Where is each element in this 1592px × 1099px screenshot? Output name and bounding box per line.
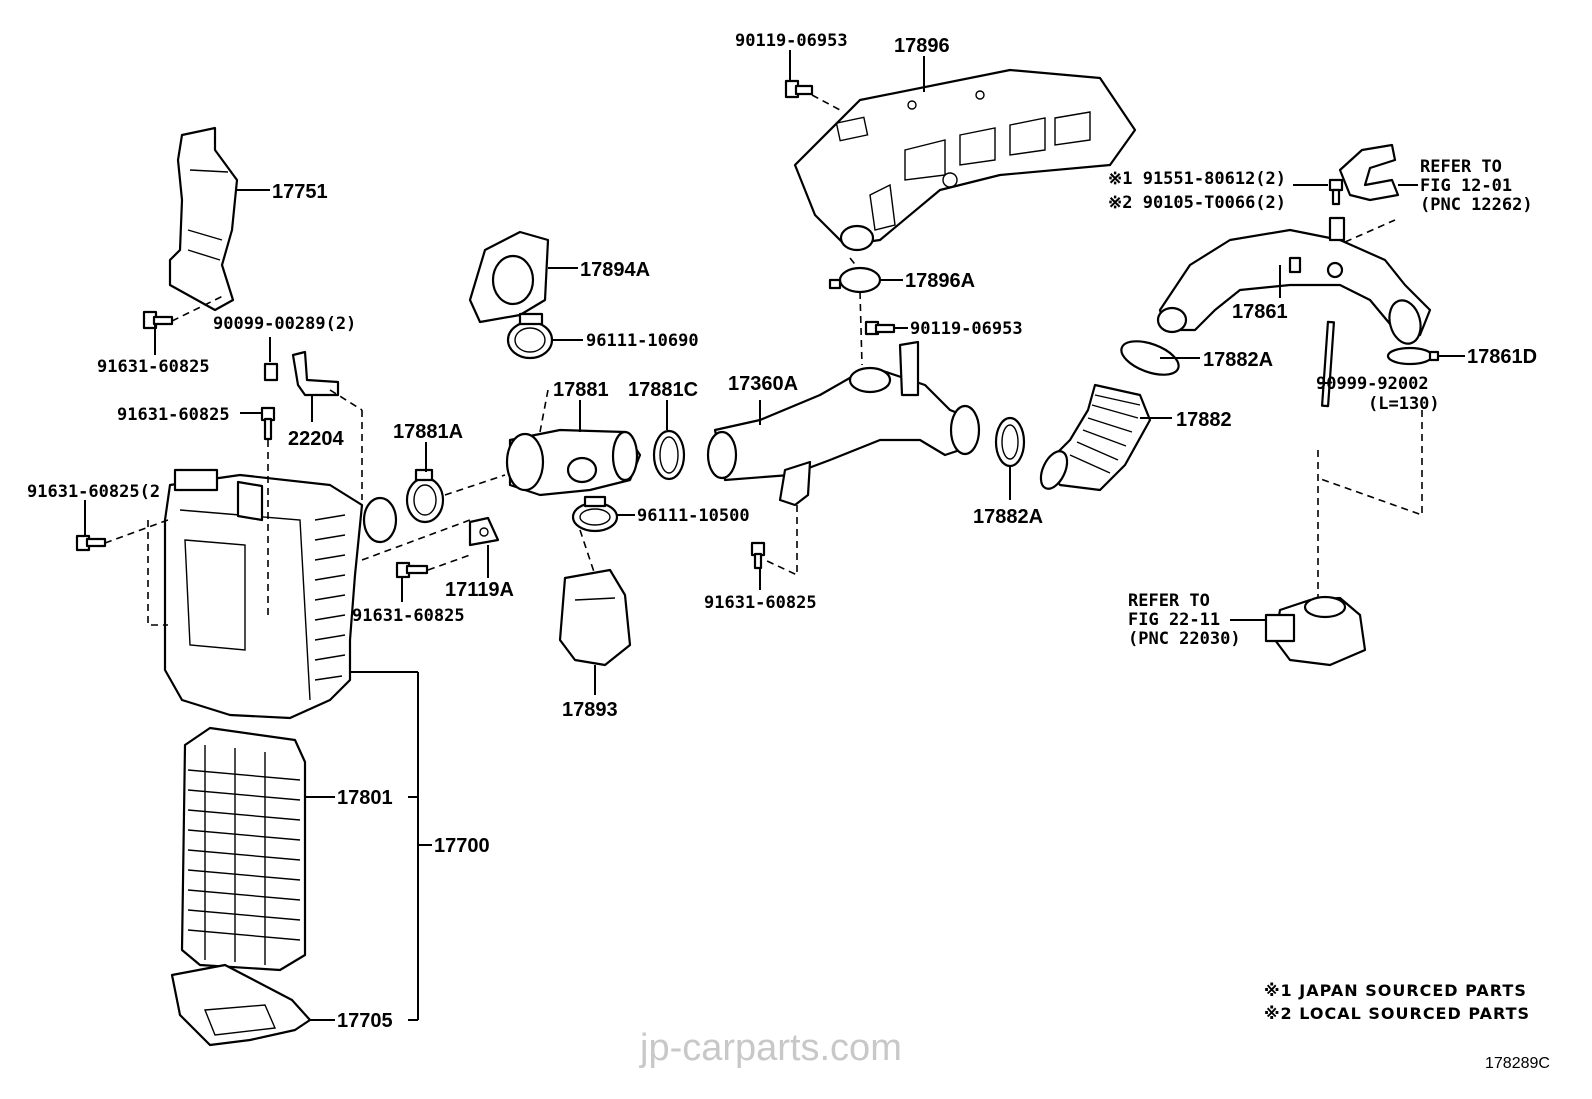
label-17881C: 17881C [628,379,698,401]
label-91631-60825-d: 91631-60825 [352,606,465,626]
label-17896: 17896 [894,35,950,57]
ref2-line1: REFER TO [1128,591,1210,611]
part-17882-bellows-drawing [1039,383,1152,492]
ref1-line1: REFER TO [1420,157,1502,177]
part-17705-tray-drawing [170,963,312,1047]
part-22204-sensor-drawing [263,350,340,397]
part-17881A-clamp-drawing [405,468,445,524]
label-bolt-note-1: ※1 91551-80612(2) [1108,169,1286,189]
refer-hose-fig12-drawing [1338,143,1400,202]
part-17893-drawing [558,568,632,667]
bolt-91551-drawing [1328,178,1344,206]
label-17861: 17861 [1232,301,1288,323]
watermark-text: jp-carparts.com [639,1027,902,1069]
label-bolt-note-2: ※2 90105-T0066(2) [1108,193,1286,213]
part-17881C-ring-drawing [652,429,686,481]
part-17896-cover-drawing [793,68,1137,252]
part-17882A-bottom-ring-drawing [994,416,1026,468]
bolt-90119-top-drawing [784,79,814,99]
throttle-body-fig22-drawing [1264,595,1367,667]
label-90119-06953-top: 90119-06953 [735,31,848,51]
label-96111-10690: 96111-10690 [586,331,699,351]
part-17881-intake-drawing [505,428,642,497]
label-91631-60825-c: 91631-60825(2 [27,482,160,502]
ref2-line3: (PNC 22030) [1128,629,1241,649]
ref2-line2: FIG 22-11 [1128,610,1220,630]
legend-note-japan: ※1 JAPAN SOURCED PARTS [1264,981,1527,1000]
part-17896A-clamp-drawing [828,266,882,294]
label-17700: 17700 [434,835,490,857]
part-90999-pin-drawing [1320,320,1336,408]
reference-note-fig-22-11: REFER TO FIG 22-11 (PNC 22030) [1128,591,1241,649]
label-17360A: 17360A [728,373,798,395]
part-17861D-clamp-drawing [1386,346,1440,366]
label-17751: 17751 [272,181,328,203]
label-17119A: 17119A [445,579,514,601]
label-17882A-bottom: 17882A [973,506,1043,528]
part-17119A-bracket-drawing [468,516,500,547]
figure-code: 178289C [1485,1055,1550,1072]
part-17801-filter-drawing [180,726,307,972]
label-17896A: 17896A [905,270,975,292]
label-96111-10500: 96111-10500 [637,506,750,526]
part-17751-duct-drawing [168,126,239,312]
clamp-96111-10500-drawing [571,495,619,533]
label-90119-06953-mid: 90119-06953 [910,319,1023,339]
label-91631-60825-b: 91631-60825 [117,405,230,425]
reference-note-fig-12-01: REFER TO FIG 12-01 (PNC 12262) [1420,157,1533,215]
dashed-assembly-lines [104,94,1423,626]
part-17882A-top-clamp-drawing [1120,340,1180,376]
label-17893: 17893 [562,699,618,721]
label-17881: 17881 [553,379,609,401]
label-90999-length: (L=130) [1368,394,1440,414]
sourcing-legend: ※1 JAPAN SOURCED PARTS ※2 LOCAL SOURCED … [1264,981,1530,1023]
bolt-90119-mid-drawing [864,320,896,336]
clamp-96111-10690-drawing [506,312,554,360]
leader-lines [84,50,1465,1021]
label-17861D: 17861D [1467,346,1537,368]
part-17360A-tube-drawing [706,340,981,507]
part-17894A-drawing [468,230,550,324]
label-90099-00289: 90099-00289(2) [213,314,356,334]
label-17894A: 17894A [580,259,650,281]
ref1-line3: (PNC 12262) [1420,195,1533,215]
bolts-91631-drawings [75,310,766,579]
label-17881A: 17881A [393,421,463,443]
label-17801: 17801 [337,787,393,809]
legend-note-local: ※2 LOCAL SOURCED PARTS [1264,1004,1530,1023]
part-number-labels: 17896 90119-06953 17751 17894A 96111-106… [27,31,1537,1032]
label-91631-60825-e: 91631-60825 [704,593,817,613]
label-17705: 17705 [337,1010,393,1032]
label-17882A-top: 17882A [1203,349,1273,371]
label-17882: 17882 [1176,409,1232,431]
part-17700-air-cleaner-case-drawing [163,468,398,720]
label-91631-60825-a: 91631-60825 [97,357,210,377]
label-22204: 22204 [288,428,344,450]
part-17861-pipe-drawing [1156,216,1432,345]
label-90999-92002: 90999-92002 [1316,374,1429,394]
ref1-line2: FIG 12-01 [1420,176,1512,196]
